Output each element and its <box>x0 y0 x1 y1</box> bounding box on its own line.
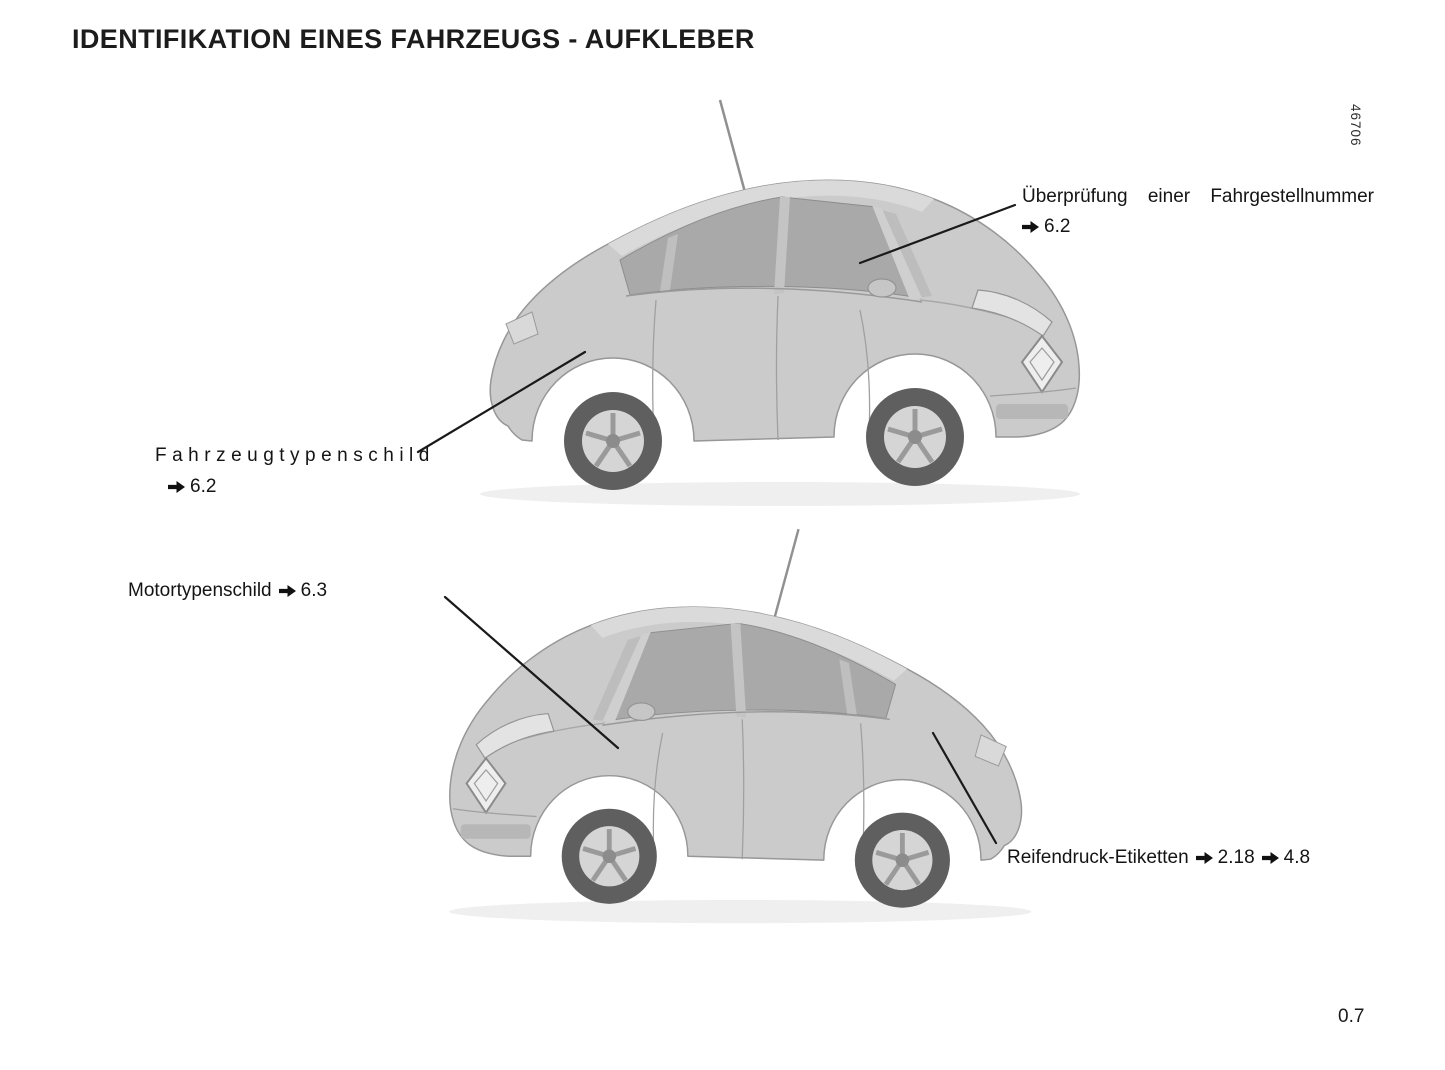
callout-vehicle-type-plate: Fahrzeugtypenschild 6.2 <box>155 443 435 500</box>
section-ref: 6.3 <box>278 578 328 605</box>
callout-vehicle-type-plate-refs: 6.2 <box>168 474 435 501</box>
section-ref-number: 6.2 <box>1044 215 1071 237</box>
figure-number: 46706 <box>1348 104 1363 147</box>
ref-arrow-icon <box>1195 852 1213 865</box>
ref-arrow-icon <box>168 480 185 493</box>
callout-engine-type-plate-label: Motortypenschild <box>128 580 272 601</box>
section-ref-number: 6.3 <box>300 580 328 601</box>
page-number: 0.7 <box>1338 1006 1365 1027</box>
callout-vin-check: Überprüfung einer Fahrgestellnummer 6.2 <box>1022 184 1374 240</box>
section-ref-number: 6.2 <box>190 475 217 497</box>
section-ref: 6.2 <box>1022 214 1070 241</box>
callout-engine-type-plate: Motortypenschild 6.3 <box>128 578 327 605</box>
callout-vin-check-label: Überprüfung einer Fahrgestellnummer <box>1022 186 1374 207</box>
callout-vehicle-type-plate-label: Fahrzeugtypenschild <box>155 445 435 466</box>
section-ref-number: 2.18 <box>1217 847 1255 868</box>
section-ref: 4.8 <box>1261 845 1311 872</box>
section-ref: 6.2 <box>168 474 216 501</box>
page-title: IDENTIFIKATION EINES FAHRZEUGS - AUFKLEB… <box>72 24 755 54</box>
car-illustration-top <box>430 90 1110 530</box>
ref-arrow-icon <box>1261 852 1279 865</box>
car-illustration-bottom <box>420 518 1080 948</box>
callout-tyre-pressure-labels: Reifendruck-Etiketten 2.18 4.8 <box>1007 845 1310 872</box>
ref-arrow-icon <box>1022 220 1039 233</box>
section-ref: 2.18 <box>1195 845 1255 872</box>
section-ref-number: 4.8 <box>1283 847 1311 868</box>
callout-vin-check-refs: 6.2 <box>1022 214 1374 241</box>
callout-tyre-pressure-labels-label: Reifendruck-Etiketten <box>1007 847 1189 868</box>
ref-arrow-icon <box>278 585 296 598</box>
